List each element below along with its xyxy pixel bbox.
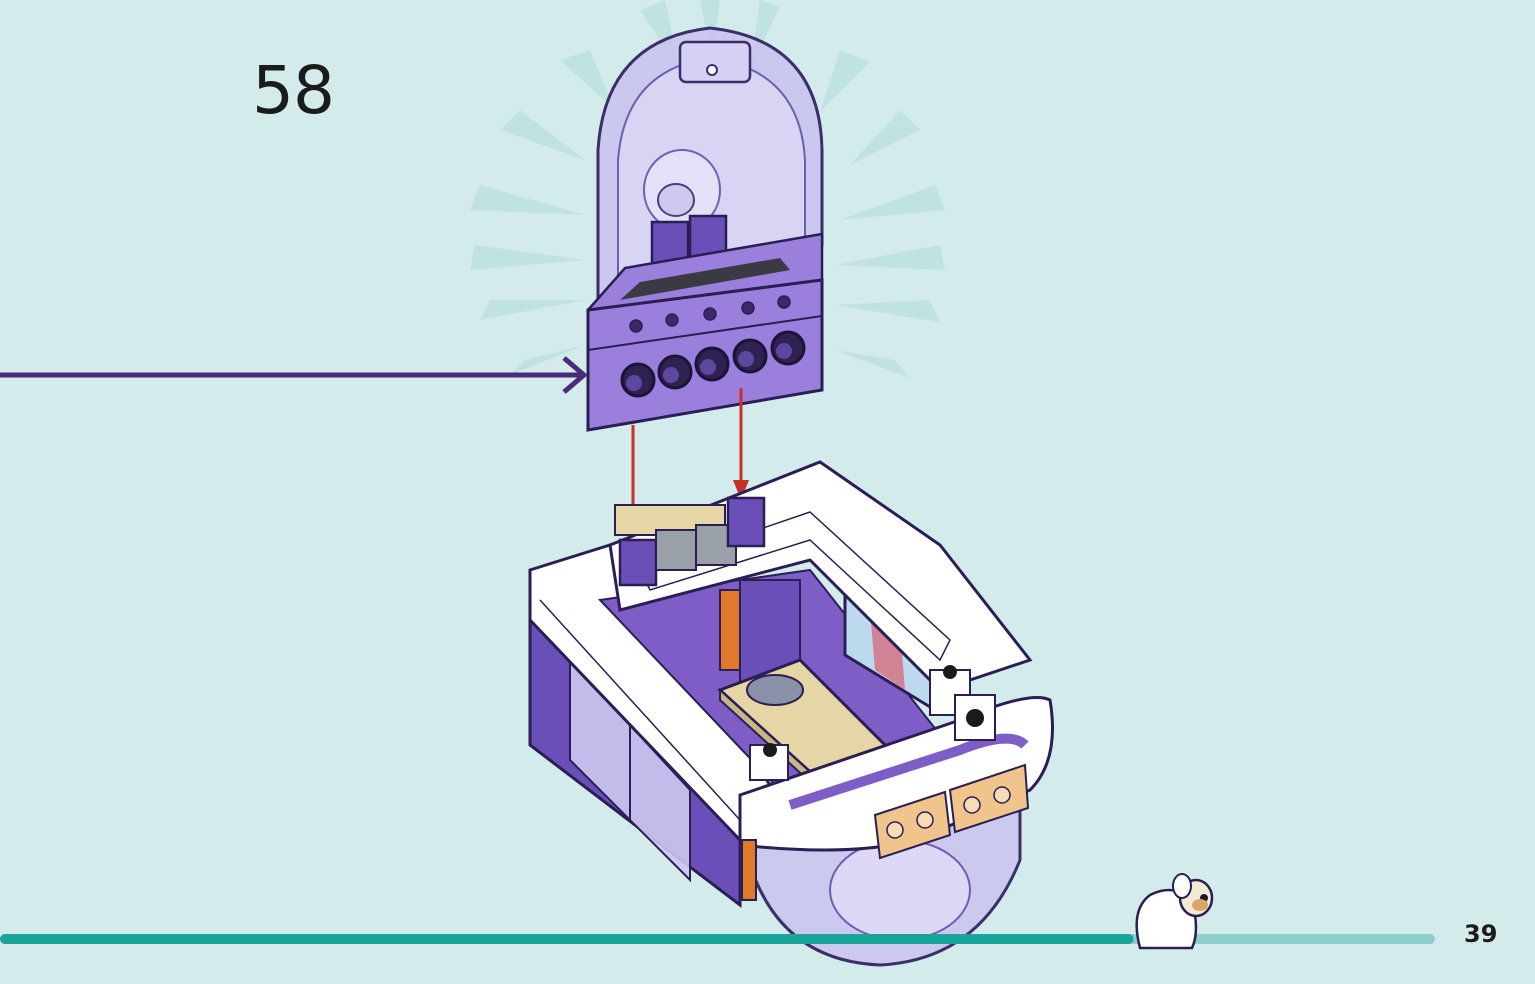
callout-arrow [0, 356, 587, 394]
page-number: 39 [1464, 920, 1498, 948]
progress-fill [0, 934, 1134, 944]
purple-bracket-part [586, 214, 824, 432]
vehicle-model [528, 460, 1054, 967]
progress-bar [0, 934, 1435, 944]
step-number: 58 [252, 52, 335, 129]
highlight-rays [470, 0, 945, 378]
dog-mascot-icon [1135, 873, 1214, 950]
